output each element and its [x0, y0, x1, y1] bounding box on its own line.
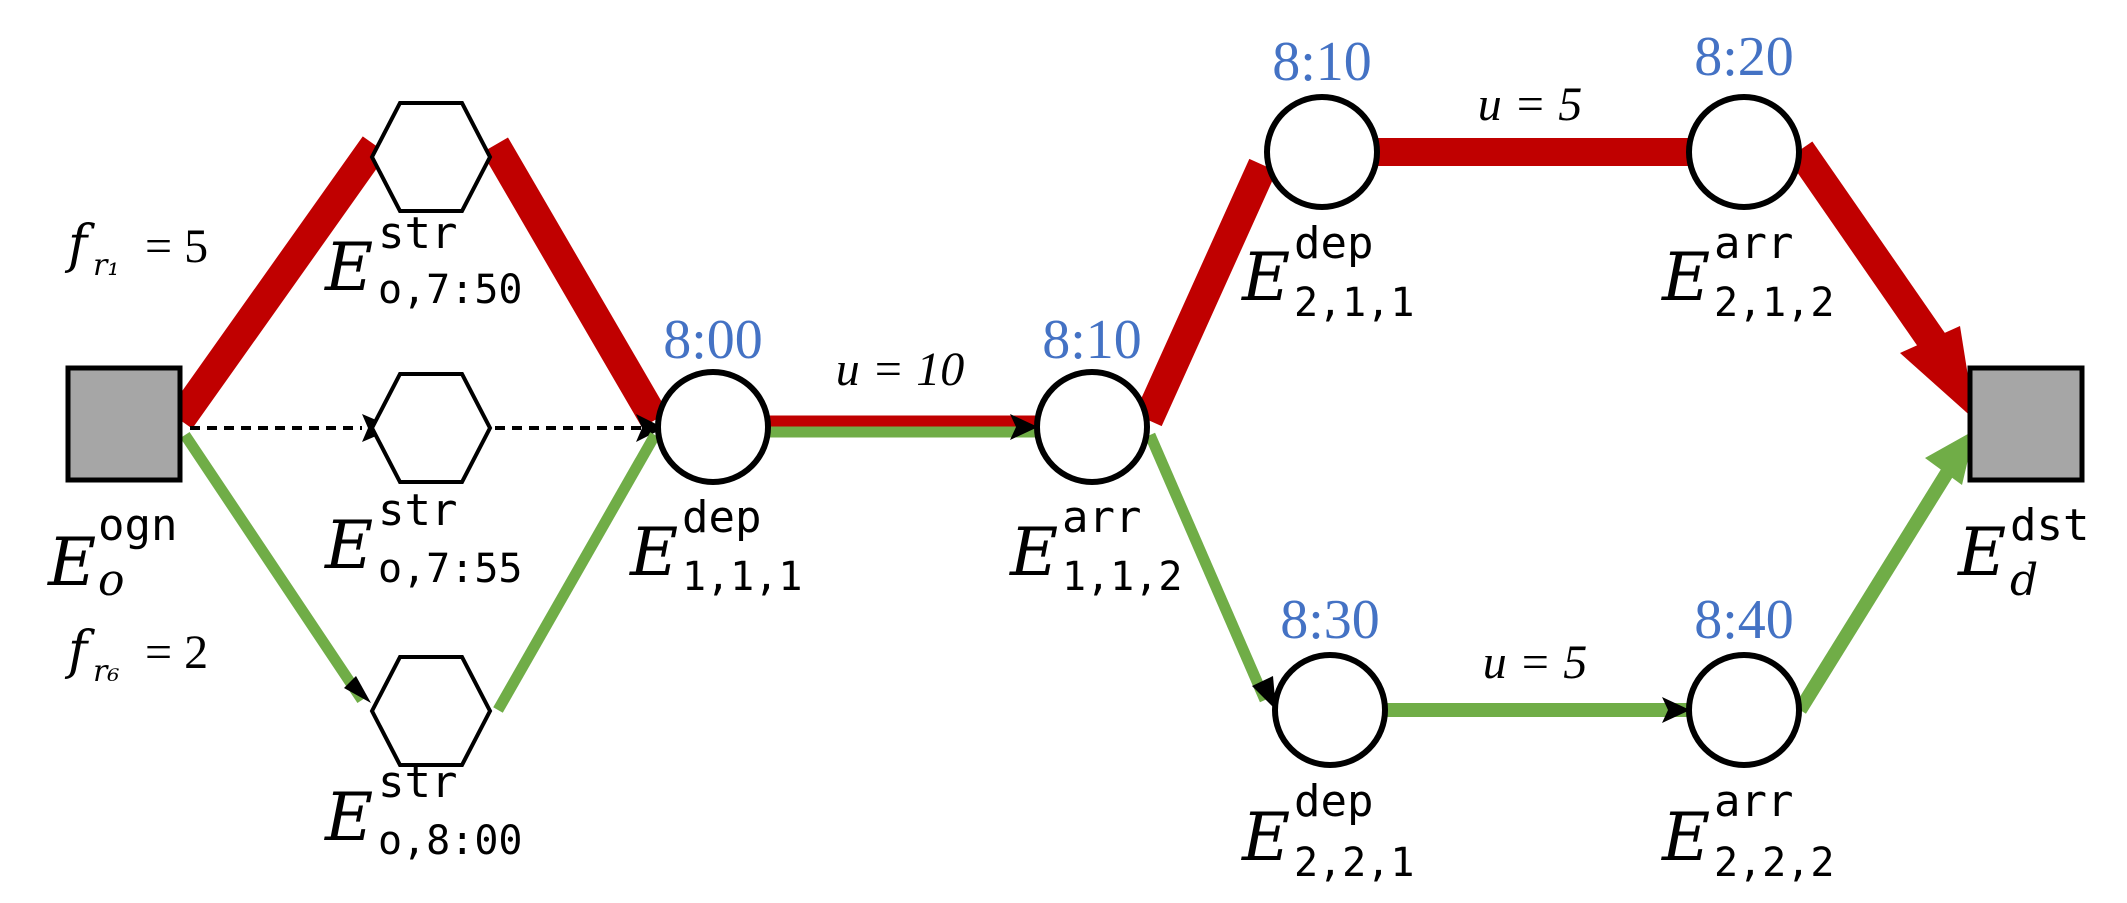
svg-text:2,1,1: 2,1,1: [1294, 280, 1414, 326]
svg-text:o,7:50: o,7:50: [378, 267, 523, 313]
node-label-arr222: E arr 2,2,2: [1661, 776, 1834, 886]
svg-text:r₆: r₆: [93, 654, 119, 689]
svg-text:f: f: [64, 215, 95, 275]
svg-text:arr: arr: [1062, 492, 1141, 543]
time-label-dep221: 8:30: [1280, 589, 1380, 651]
red-arrowhead-dest: [1900, 326, 1975, 420]
red-edge-arr212-to-dest: [1787, 141, 1948, 354]
svg-text:dst: dst: [2010, 500, 2089, 551]
node-label-dep111: E dep 1,1,1: [629, 492, 802, 600]
svg-text:1,1,2: 1,1,2: [1062, 554, 1182, 600]
capacity-label-u10: u = 10: [836, 343, 964, 396]
origin-node: [65, 365, 183, 483]
svg-text:r₁: r₁: [93, 248, 119, 283]
capacity-label-u5-bottom: u = 5: [1483, 636, 1587, 689]
green-arrowhead-arr222: [1662, 697, 1690, 723]
svg-text:arr: arr: [1714, 218, 1793, 269]
svg-text:= 5: = 5: [145, 220, 208, 273]
arr-node-2-1-2: [1686, 94, 1802, 210]
dotted-arrowhead-dep111: [636, 414, 664, 442]
start-node-7-55: [369, 372, 493, 484]
svg-text:2,2,1: 2,2,1: [1294, 840, 1414, 886]
green-edge-origin-to-start3: [180, 431, 367, 704]
arrowhead-arr112: [1010, 414, 1038, 440]
svg-text:E: E: [324, 507, 373, 584]
svg-text:o,7:55: o,7:55: [378, 546, 523, 592]
dep-node-1-1-1: [655, 369, 771, 485]
svg-text:str: str: [378, 208, 457, 259]
svg-text:2,1,2: 2,1,2: [1714, 280, 1834, 326]
svg-text:E: E: [1241, 239, 1290, 316]
node-label-dep211: E dep 2,1,1: [1241, 218, 1414, 326]
green-edge-arr112-to-dep221: [1144, 432, 1271, 703]
red-edge-arr112-to-dep211: [1134, 158, 1277, 427]
green-arrowhead-start3: [344, 676, 371, 703]
capacity-label-u5-top: u = 5: [1478, 78, 1582, 131]
flow-label-r1: f r₁ = 5: [64, 215, 208, 283]
svg-text:o: o: [98, 555, 125, 606]
svg-text:ogn: ogn: [98, 500, 177, 551]
time-label-arr212: 8:20: [1694, 26, 1794, 88]
svg-text:dep: dep: [1294, 218, 1373, 269]
time-label-dep211: 8:10: [1272, 31, 1372, 93]
start-node-7-50: [369, 101, 493, 213]
svg-text:E: E: [47, 524, 96, 601]
node-label-arr112: E arr 1,1,2: [1009, 492, 1182, 600]
time-label-dep111: 8:00: [663, 309, 763, 371]
svg-text:E: E: [1661, 799, 1710, 876]
green-edge-start3-to-dep111: [493, 432, 660, 713]
svg-text:E: E: [324, 229, 373, 306]
svg-text:E: E: [1009, 514, 1058, 591]
arr-node-2-2-2: [1686, 652, 1802, 768]
svg-text:f: f: [64, 621, 95, 681]
svg-text:E: E: [629, 514, 678, 591]
svg-text:dep: dep: [682, 492, 761, 543]
dep-node-2-1-1: [1264, 94, 1380, 210]
destination-node: [1967, 365, 2085, 483]
svg-text:str: str: [378, 485, 457, 536]
svg-text:= 2: = 2: [145, 626, 208, 679]
node-label-start3: E str o,8:00: [324, 757, 523, 864]
time-label-arr222: 8:40: [1694, 589, 1794, 651]
green-arrowhead-dep221: [1252, 676, 1276, 710]
arr-node-1-1-2: [1034, 369, 1150, 485]
svg-text:d: d: [2010, 555, 2038, 606]
svg-text:E: E: [1957, 514, 2006, 591]
green-arrowhead-dest: [1925, 430, 1975, 485]
svg-text:1,1,1: 1,1,1: [682, 554, 802, 600]
svg-text:str: str: [378, 757, 457, 808]
svg-text:o,8:00: o,8:00: [378, 818, 523, 864]
svg-text:E: E: [1661, 239, 1710, 316]
red-edge-start1-to-dep111: [482, 137, 668, 428]
time-label-arr112: 8:10: [1042, 309, 1142, 371]
svg-text:E: E: [1241, 799, 1290, 876]
svg-text:dep: dep: [1294, 776, 1373, 827]
flow-label-r6: f r₆ = 2: [64, 621, 208, 689]
svg-text:arr: arr: [1714, 776, 1793, 827]
dep-node-2-2-1: [1272, 652, 1388, 768]
node-label-arr212: E arr 2,1,2: [1661, 218, 1834, 326]
start-node-8-00: [369, 655, 493, 767]
svg-text:E: E: [324, 779, 373, 856]
node-label-dep221: E dep 2,2,1: [1241, 776, 1414, 886]
node-label-start1: E str o,7:50: [324, 208, 523, 313]
node-label-origin: E ogn o: [47, 500, 177, 606]
node-label-destination: E dst d: [1957, 500, 2089, 606]
red-edge-origin-to-start1: [167, 136, 388, 429]
node-label-start2: E str o,7:55: [324, 485, 523, 592]
green-edge-arr222-to-dest: [1794, 464, 1956, 714]
svg-text:2,2,2: 2,2,2: [1714, 840, 1834, 886]
